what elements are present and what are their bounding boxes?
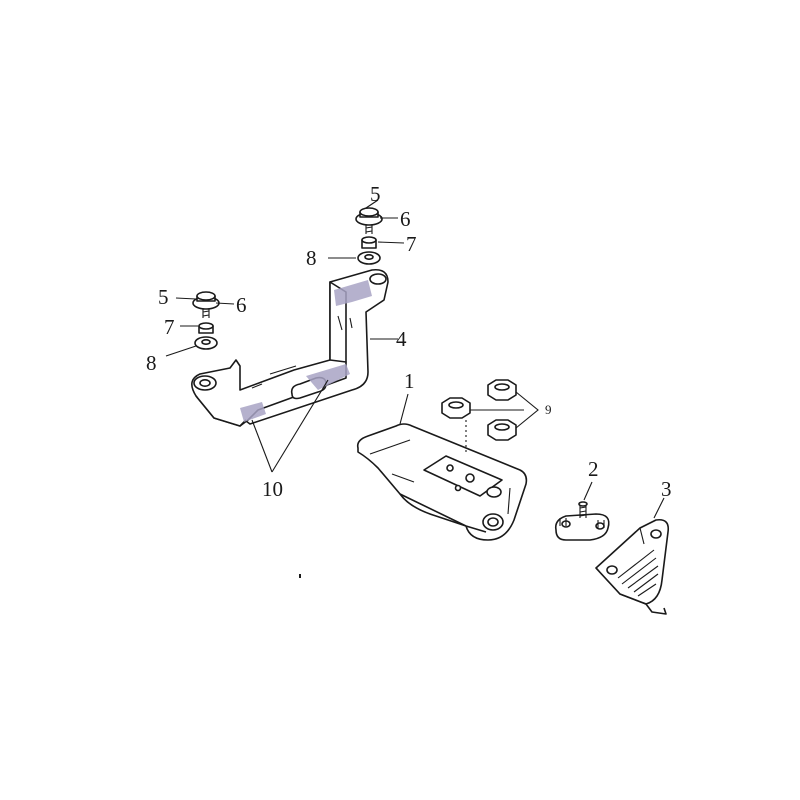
stray-mark bbox=[299, 574, 301, 578]
nut-left bbox=[441, 397, 471, 419]
label-7-top: 7 bbox=[406, 232, 417, 256]
stud-plate-part-2 bbox=[554, 501, 610, 541]
label-5-top: 5 bbox=[370, 182, 381, 206]
bracket-part-4 bbox=[191, 268, 389, 427]
mount-part-3 bbox=[595, 518, 670, 615]
label-5-left: 5 bbox=[158, 285, 169, 309]
label-8-top: 8 bbox=[306, 246, 317, 270]
leader-lines bbox=[165, 199, 665, 519]
label-2: 2 bbox=[588, 457, 599, 481]
label-8-left: 8 bbox=[146, 351, 157, 375]
label-6-left: 6 bbox=[236, 293, 247, 317]
fastener-stack-left bbox=[192, 291, 220, 350]
nut-bottom bbox=[487, 419, 517, 441]
label-10: 10 bbox=[262, 477, 283, 501]
label-1: 1 bbox=[404, 369, 415, 393]
nut-set-9 bbox=[441, 379, 539, 452]
callout-labels: 5 6 7 8 5 6 7 8 4 1 9 2 3 10 bbox=[146, 182, 672, 501]
label-6-top: 6 bbox=[400, 207, 411, 231]
label-7-left: 7 bbox=[164, 315, 175, 339]
label-3: 3 bbox=[661, 477, 672, 501]
label-4: 4 bbox=[396, 327, 407, 351]
fastener-stack-top bbox=[355, 207, 383, 265]
label-9: 9 bbox=[545, 402, 552, 417]
mount-plate-part-1 bbox=[356, 423, 528, 541]
leader-9-chevron bbox=[515, 391, 539, 429]
nut-top bbox=[487, 379, 517, 401]
